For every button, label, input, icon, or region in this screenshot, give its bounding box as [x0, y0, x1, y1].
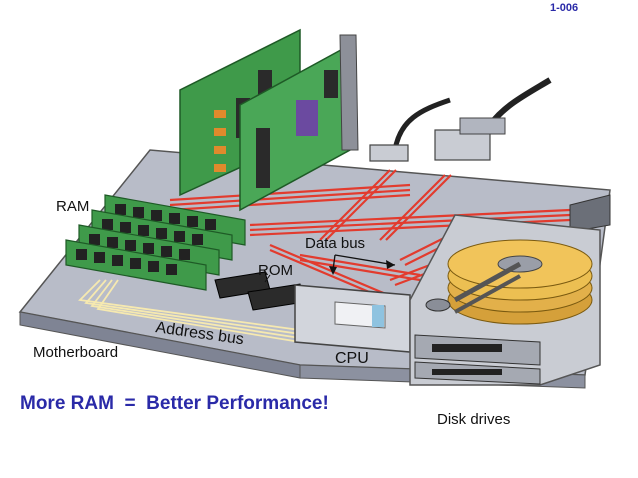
- cpu-chip: [294, 284, 411, 353]
- label-cpu: CPU: [335, 350, 369, 367]
- data-bus-arrow: [329, 254, 396, 275]
- rom-chips: [214, 271, 306, 311]
- ram-stick: [65, 239, 207, 291]
- headline-text: More RAM = Better Performance!: [20, 393, 329, 414]
- address-bus-traces: [78, 279, 301, 343]
- label-rom: ROM: [258, 262, 293, 279]
- label-disk-drives: Disk drives: [437, 411, 510, 428]
- label-data-bus: Data bus: [305, 235, 365, 252]
- label-ram: RAM: [56, 198, 89, 215]
- disk-drive-unit: [409, 214, 601, 386]
- rom-leader-line: [264, 274, 271, 283]
- corner-text: 1-006: [550, 2, 579, 14]
- label-motherboard: Motherboard: [33, 344, 118, 361]
- cable-connectors: [369, 77, 611, 233]
- ram-modules: [65, 194, 246, 291]
- expansion-card-2: [239, 34, 359, 212]
